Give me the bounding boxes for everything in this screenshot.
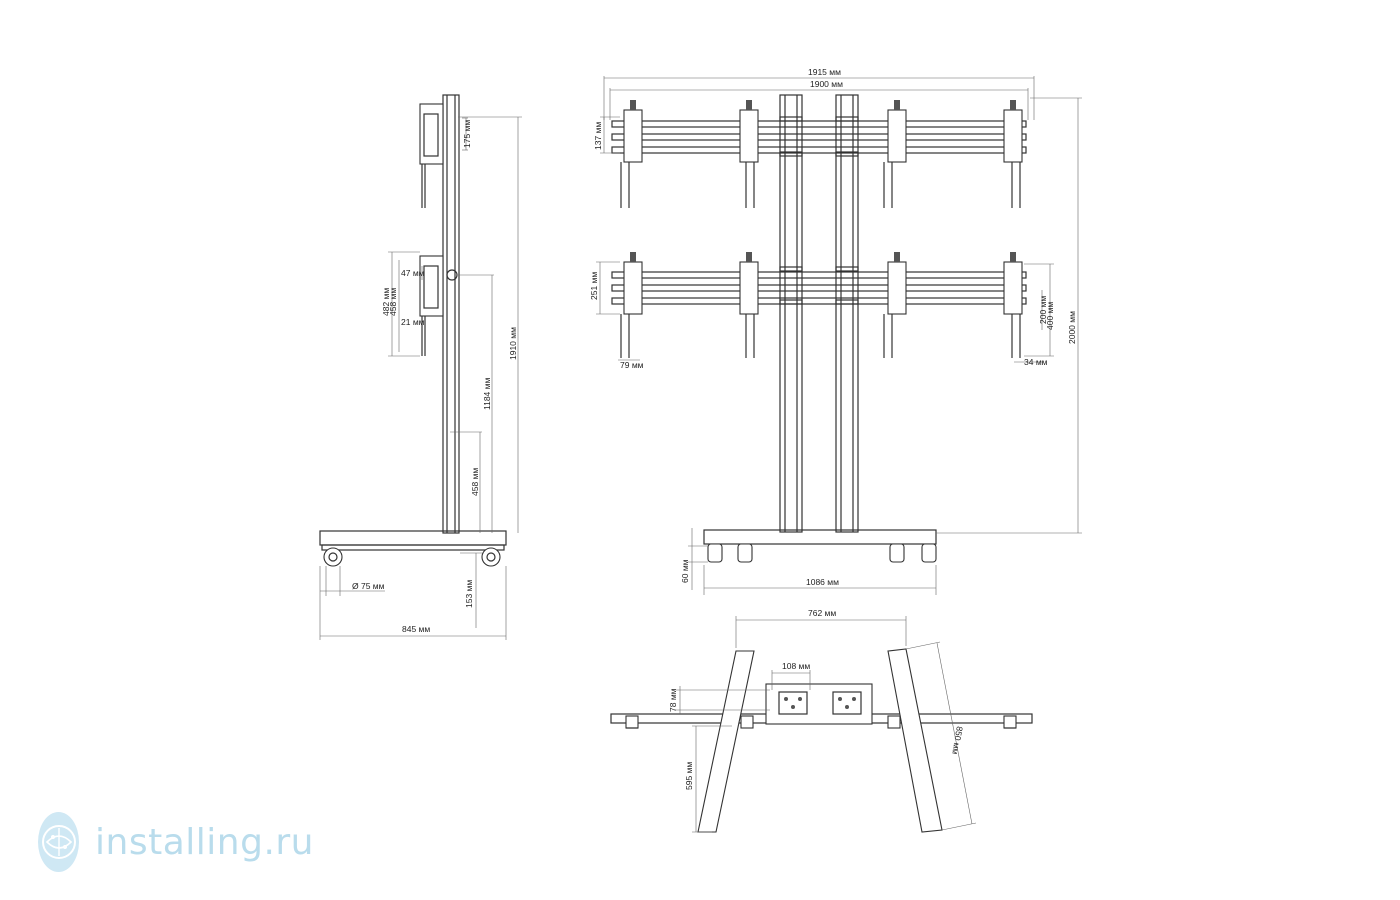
bottom-rails [611,271,1027,305]
dim-side-21: 21 мм [401,317,425,327]
dim-side-height-1184: 1184 мм [482,378,492,410]
dim-wheel-diameter: Ø 75 мм [352,581,385,591]
logo-text: installing.ru [95,821,314,863]
front-column-right [835,94,859,533]
dim-rail-width: 1900 мм [810,79,843,89]
top-center-plate [765,683,873,725]
side-base [319,530,507,546]
dim-rail-height-top: 137 мм [593,122,603,150]
dim-bracket-offset: 79 мм [620,360,644,370]
dim-top-78: 78 мм [668,688,678,712]
front-wheels [707,543,937,563]
side-column [442,94,460,534]
top-view: 762 мм 108 мм 78 мм 595 мм 850 мм [610,608,1033,833]
dim-top-108: 108 мм [782,661,810,671]
side-wheel-left [323,547,343,567]
dim-bracket-depth: 34 мм [1024,357,1048,367]
dim-side-total-height: 1910 мм [508,327,518,360]
side-top-bracket [419,103,444,165]
top-leg-right [887,648,943,833]
side-wheel-right [481,547,501,567]
top-leg-left [697,650,755,833]
watermark-logo: installing.ru [24,806,314,878]
side-bottom-bracket [419,255,444,317]
front-column-left [779,94,803,533]
side-view: 175 мм 1910 мм 1184 мм 458 мм 482 мм 458… [319,94,522,640]
front-base [703,529,937,545]
dim-vesa-large: 400 мм [1045,302,1055,330]
dim-top-850: 850 мм [950,726,965,756]
dim-side-153: 153 мм [464,580,474,608]
dim-top-762: 762 мм [808,608,836,618]
mounting-brackets [620,100,1023,358]
dim-top-595: 595 мм [684,762,694,790]
dim-vesa-small: 200 мм [1038,296,1048,324]
dim-rail-height-bottom: 251 мм [589,272,599,300]
dim-side-458: 458 мм [388,288,398,316]
dim-side-offset-47: 47 мм [401,268,425,278]
dim-total-height-front: 2000 мм [1067,311,1077,344]
dim-base-width: 1086 мм [806,577,839,587]
top-rails [611,120,1027,154]
dim-side-482: 482 мм [381,288,391,316]
dim-side-top-bracket: 175 мм [462,120,472,148]
dim-side-height-458: 458 мм [470,468,480,496]
front-view: 1915 мм 1900 мм 137 мм 251 мм 79 мм 200 … [589,67,1082,595]
column-bands [779,116,859,305]
dim-base-clearance: 60 мм [680,559,690,583]
dim-overall-width: 1915 мм [808,67,841,77]
dim-base-depth: 845 мм [402,624,430,634]
globe-leaf-icon [38,812,80,872]
